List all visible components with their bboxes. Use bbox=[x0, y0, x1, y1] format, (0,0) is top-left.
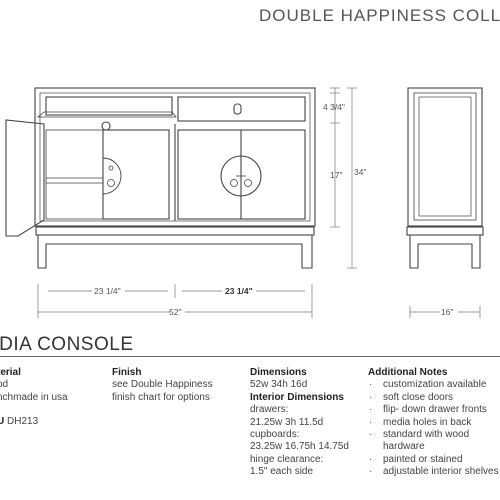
dimension-line: 21.25w 3h 11.5d bbox=[250, 416, 324, 428]
open-drawer bbox=[45, 96, 173, 116]
dimension-line: 23.25w 16.75h 14.75d bbox=[250, 441, 349, 453]
material-column: terial od nchmade in usa U DH213 bbox=[0, 367, 68, 429]
collection-title: DOUBLE HAPPINESS COLL bbox=[259, 6, 500, 25]
divider bbox=[0, 356, 500, 357]
knob-icon bbox=[101, 121, 111, 131]
finish-heading: Finish bbox=[112, 367, 142, 378]
interior-dimensions-heading: Interior Dimensions bbox=[250, 391, 344, 403]
drawer-pull-icon bbox=[233, 103, 242, 115]
finish-line: see Double Happiness bbox=[112, 379, 213, 391]
material-origin: nchmade in usa bbox=[0, 391, 68, 403]
cupboard-height-label: 17" bbox=[330, 170, 342, 180]
note-item: standard with wood hardware bbox=[368, 429, 500, 454]
open-door-panel bbox=[5, 119, 45, 237]
finish-column: Finish see Double Happiness finish chart… bbox=[112, 367, 213, 404]
sku-line: U DH213 bbox=[0, 416, 68, 428]
overall-dimensions: 52w 34h 16d bbox=[250, 379, 308, 391]
note-item: soft close doors bbox=[368, 392, 500, 405]
side-view-cabinet bbox=[407, 87, 483, 227]
left-cupboard-door bbox=[102, 129, 170, 220]
left-width-label: 23 1/4" bbox=[94, 286, 121, 296]
dimensions-column: Dimensions 52w 34h 16d Interior Dimensio… bbox=[250, 367, 349, 479]
dimension-line: drawers: bbox=[250, 404, 289, 416]
dimension-line: hinge clearance: bbox=[250, 453, 324, 465]
console-technical-drawing: 4 3/4" 17" 34" 23 1/4" 23 1/4" 52" 16" bbox=[5, 87, 484, 318]
dimensions-heading: Dimensions bbox=[250, 367, 307, 378]
drawer-height-label: 4 3/4" bbox=[323, 102, 345, 112]
product-title: EDIA CONSOLE bbox=[0, 334, 134, 355]
side-depth-label: 16" bbox=[441, 307, 453, 317]
note-item: media holes in back bbox=[368, 417, 500, 430]
sku-value: DH213 bbox=[7, 416, 39, 428]
sku-label: U bbox=[0, 416, 5, 428]
dimension-line: cupboards: bbox=[250, 429, 300, 441]
notes-heading: Additional Notes bbox=[368, 367, 448, 378]
overall-width-label: 52" bbox=[169, 307, 181, 317]
note-item: customization available bbox=[368, 379, 500, 392]
material-heading: terial bbox=[0, 367, 21, 378]
right-width-label: 23 1/4" bbox=[225, 286, 253, 296]
material-value: od bbox=[0, 379, 9, 391]
note-item: painted or stained bbox=[368, 454, 500, 467]
overall-height-label: 34" bbox=[354, 167, 366, 177]
note-item: adjustable interior shelves bbox=[368, 466, 500, 479]
front-view-cabinet bbox=[34, 87, 316, 227]
dimension-line: 1.5" each side bbox=[250, 466, 314, 478]
note-item: flip- down drawer fronts bbox=[368, 404, 500, 417]
finish-line: finish chart for options bbox=[112, 391, 210, 403]
additional-notes-column: Additional Notes customization available… bbox=[368, 367, 500, 479]
closed-drawer bbox=[177, 96, 306, 122]
double-happiness-medallion-icon bbox=[220, 155, 262, 197]
